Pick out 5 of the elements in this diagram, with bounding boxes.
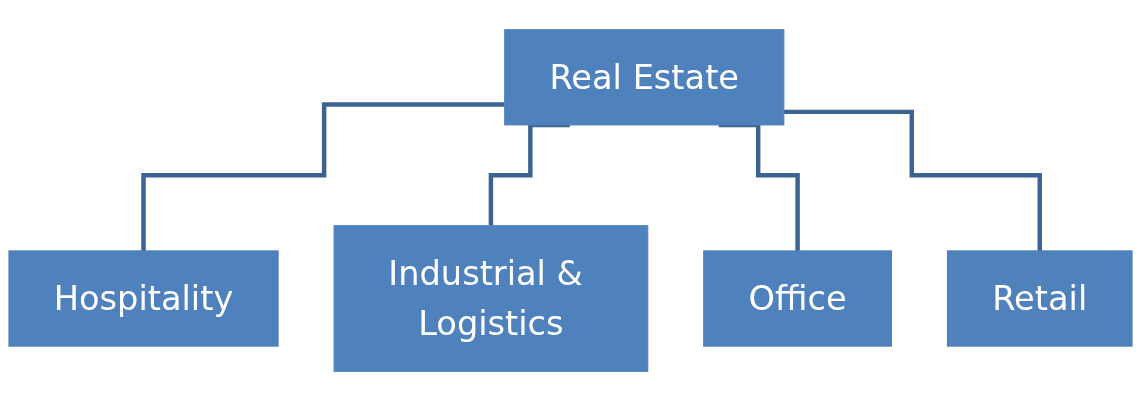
node-box: Office (703, 250, 892, 347)
node-box: Industrial & Logistics (333, 225, 649, 372)
node-box: Hospitality (8, 250, 279, 347)
node-box: Retail (946, 250, 1133, 347)
node-box: Real Estate (504, 29, 785, 126)
